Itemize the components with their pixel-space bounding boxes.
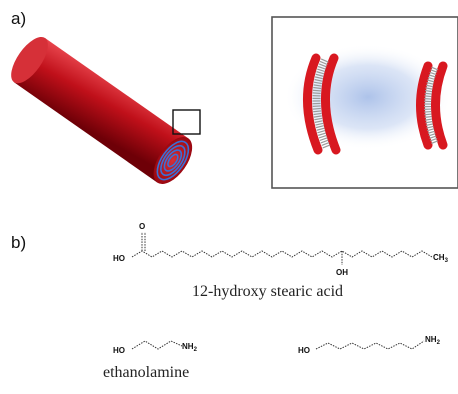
- atom-acid-end: HO: [113, 254, 125, 263]
- hydroxy-stearic-acid-structure: [131, 232, 433, 265]
- atom-amino-alcohol-hydroxyl: HO: [298, 346, 310, 355]
- amino-alcohol-structure: [315, 340, 425, 350]
- panel-label-a: a): [11, 9, 27, 28]
- zoom-box: [172, 109, 201, 135]
- atom-methyl: CH3: [433, 253, 449, 264]
- ethanolamine-structure: [131, 340, 183, 350]
- atom-ethanolamine-amine: NH2: [182, 342, 198, 353]
- bilayer-inset: [271, 16, 458, 189]
- panel-label-b: b): [11, 233, 27, 252]
- fiber-cylinder-illustration: [11, 16, 458, 189]
- bilayer-right: [416, 61, 448, 150]
- atom-amino-alcohol-amine: NH2: [425, 335, 441, 346]
- atom-hydroxyl: OH: [336, 268, 348, 277]
- bilayer-left: [303, 53, 341, 155]
- atom-oxygen-top: O: [139, 222, 145, 231]
- caption-ethanolamine: ethanolamine: [103, 364, 190, 381]
- caption-hydroxy-stearic-acid: 12-hydroxy stearic acid: [192, 283, 344, 300]
- atom-ethanolamine-hydroxyl: HO: [113, 346, 125, 355]
- fiber-end-cap: [153, 136, 193, 185]
- fiber-body: [11, 36, 193, 185]
